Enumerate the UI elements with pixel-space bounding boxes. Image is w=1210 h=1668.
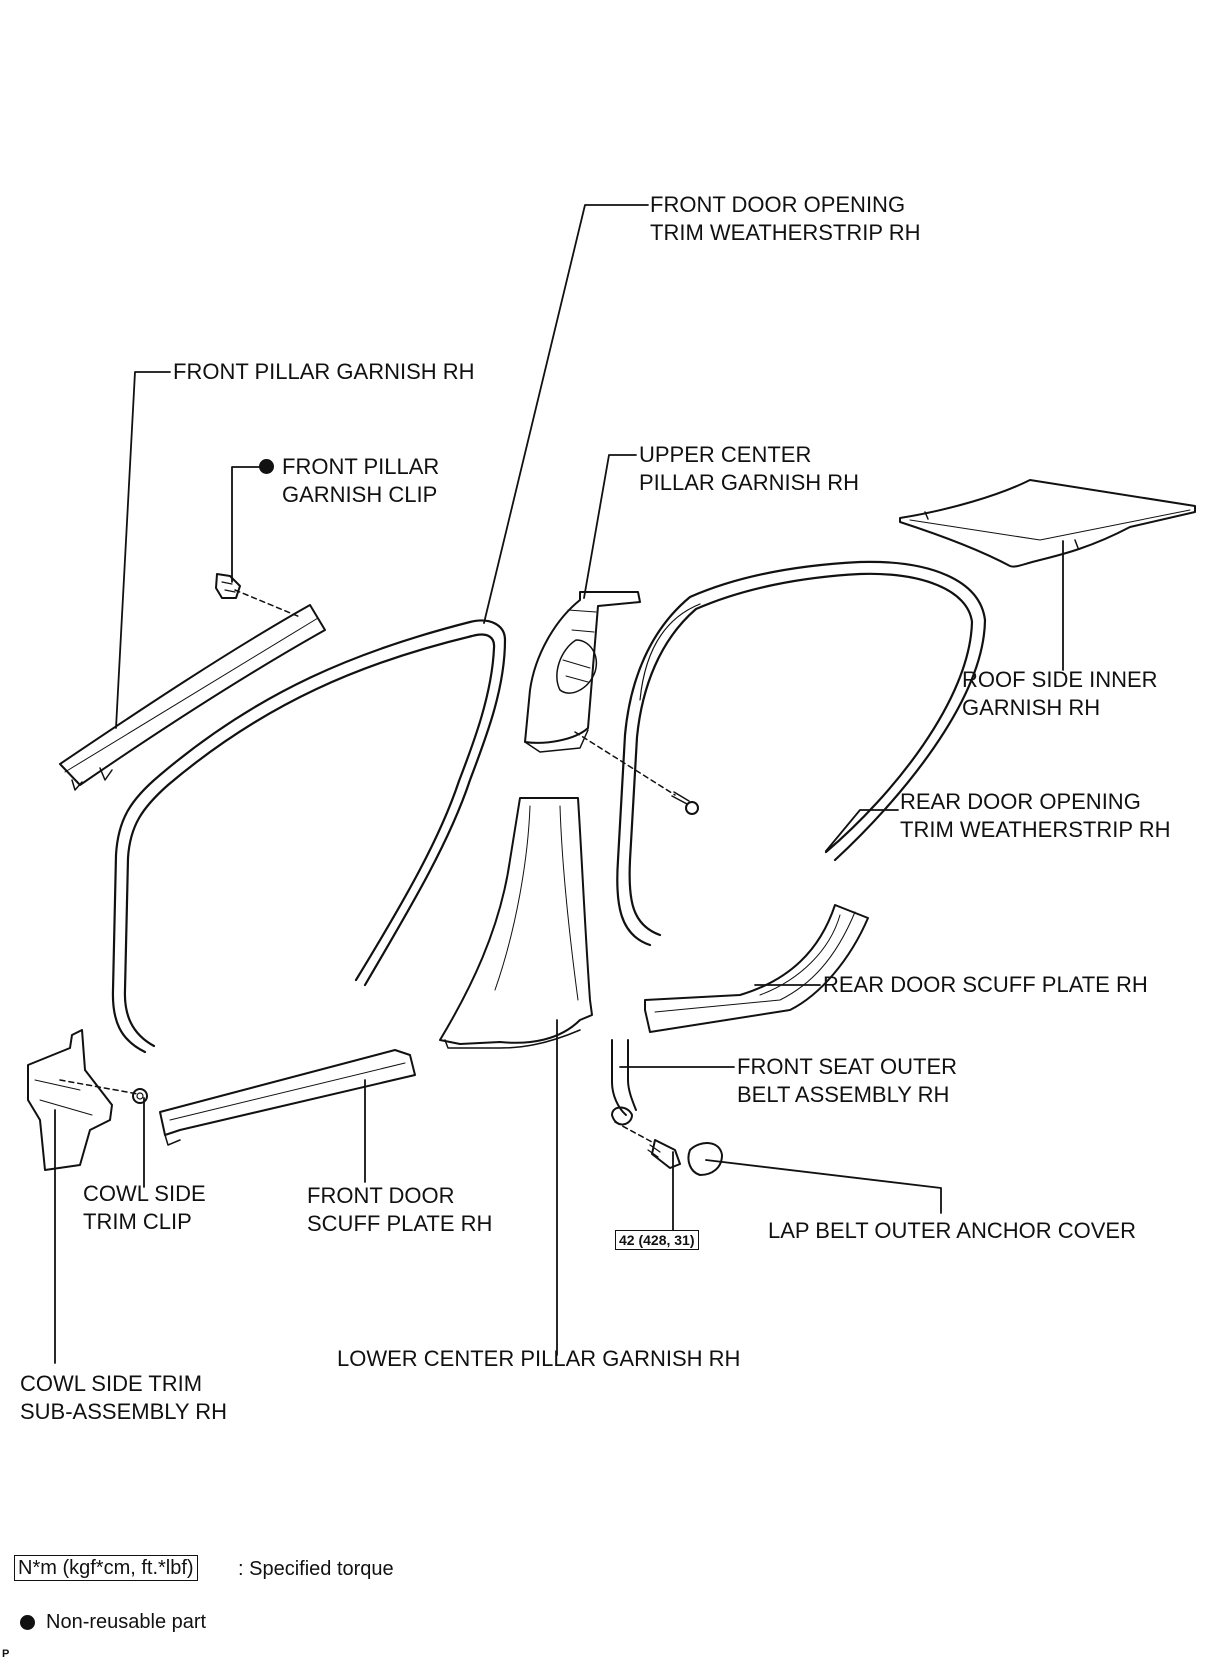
torque-spec-box: 42 (428, 31): [615, 1230, 699, 1250]
label-line: LAP BELT OUTER ANCHOR COVER: [768, 1218, 1136, 1243]
cowl-side-clip: [132, 1088, 148, 1104]
label-line: FRONT DOOR: [307, 1183, 455, 1208]
label-line: COWL SIDE TRIM: [20, 1371, 203, 1396]
label-line: COWL SIDE: [83, 1181, 206, 1206]
label-line: UPPER CENTER: [639, 442, 812, 467]
label-line: SUB-ASSEMBLY RH: [20, 1399, 228, 1424]
front-pillar-clip: [215, 573, 241, 599]
label-line: ROOF SIDE INNER: [962, 667, 1158, 692]
label-cowl-side-trim-clip: COWL SIDE TRIM CLIP: [83, 1180, 206, 1236]
label-front-seat-outer-belt: FRONT SEAT OUTER BELT ASSEMBLY RH: [737, 1053, 957, 1109]
label-line: GARNISH RH: [962, 695, 1101, 720]
label-line: BELT ASSEMBLY RH: [737, 1082, 950, 1107]
legend-non-reusable-dot-icon: [20, 1615, 35, 1630]
rear-door-opening-weatherstrip: [616, 560, 987, 947]
label-line: GARNISH CLIP: [282, 482, 438, 507]
dash-clip-to-pillar: [234, 589, 301, 618]
label-line: PILLAR GARNISH RH: [639, 470, 860, 495]
upper-pillar-bolt: [671, 791, 699, 815]
upper-center-pillar-garnish: [524, 591, 641, 753]
front-seat-outer-belt: [611, 1039, 637, 1126]
label-line: SCUFF PLATE RH: [307, 1211, 493, 1236]
label-line: TRIM WEATHERSTRIP RH: [650, 220, 921, 245]
front-pillar-garnish: [59, 604, 326, 791]
label-line: FRONT DOOR OPENING: [650, 192, 906, 217]
legend-torque-unit-box: N*m (kgf*cm, ft.*lbf): [14, 1555, 198, 1581]
label-line: REAR DOOR OPENING: [900, 789, 1141, 814]
label-cowl-side-trim-sub-assembly: COWL SIDE TRIM SUB-ASSEMBLY RH: [20, 1370, 227, 1426]
label-roof-side-inner-garnish: ROOF SIDE INNER GARNISH RH: [962, 666, 1158, 722]
dash-upper-pillar-bolt: [574, 731, 676, 796]
non-reusable-dot-icon: [259, 459, 274, 474]
lap-belt-cover: [687, 1142, 723, 1176]
leader-upper-center-pillar: [583, 454, 637, 599]
label-rear-door-opening-trim: REAR DOOR OPENING TRIM WEATHERSTRIP RH: [900, 788, 1171, 844]
dash-belt-bolt: [614, 1121, 653, 1143]
leader-front-pillar-clip: [231, 466, 269, 583]
label-line: TRIM WEATHERSTRIP RH: [900, 817, 1171, 842]
label-line: REAR DOOR SCUFF PLATE RH: [823, 972, 1148, 997]
front-door-scuff-plate: [159, 1049, 416, 1146]
leader-lap-belt-cover: [705, 1159, 942, 1214]
label-line: LOWER CENTER PILLAR GARNISH RH: [337, 1346, 741, 1371]
label-lower-center-pillar-garnish: LOWER CENTER PILLAR GARNISH RH: [337, 1345, 740, 1373]
lower-center-pillar-garnish: [439, 797, 593, 1049]
label-front-door-scuff-plate: FRONT DOOR SCUFF PLATE RH: [307, 1182, 492, 1238]
label-line: FRONT PILLAR: [282, 454, 440, 479]
legend-torque-desc: : Specified torque: [238, 1558, 394, 1580]
label-lap-belt-outer-anchor-cover: LAP BELT OUTER ANCHOR COVER: [768, 1217, 1136, 1245]
cowl-side-trim: [27, 1029, 113, 1171]
label-line: FRONT SEAT OUTER: [737, 1054, 958, 1079]
label-upper-center-pillar-garnish: UPPER CENTER PILLAR GARNISH RH: [639, 441, 859, 497]
label-front-pillar-garnish-clip: FRONT PILLAR GARNISH CLIP: [282, 453, 439, 509]
leader-front-door-opening: [483, 204, 649, 624]
roof-side-inner-garnish: [899, 479, 1196, 568]
label-rear-door-scuff-plate: REAR DOOR SCUFF PLATE RH: [823, 971, 1148, 999]
label-line: TRIM CLIP: [83, 1209, 192, 1234]
leader-rear-door-opening: [825, 809, 899, 852]
corner-mark: P: [2, 1648, 10, 1660]
belt-anchor-bolt: [647, 1139, 681, 1169]
legend-non-reusable-text: Non-reusable part: [46, 1611, 207, 1633]
label-front-pillar-garnish: FRONT PILLAR GARNISH RH: [173, 358, 475, 386]
label-front-door-opening-trim: FRONT DOOR OPENING TRIM WEATHERSTRIP RH: [650, 191, 921, 247]
rear-door-scuff-plate: [644, 904, 869, 1033]
label-line: FRONT PILLAR GARNISH RH: [173, 359, 475, 384]
leader-front-pillar-garnish: [115, 371, 171, 729]
front-door-opening-weatherstrip: [111, 619, 507, 1054]
